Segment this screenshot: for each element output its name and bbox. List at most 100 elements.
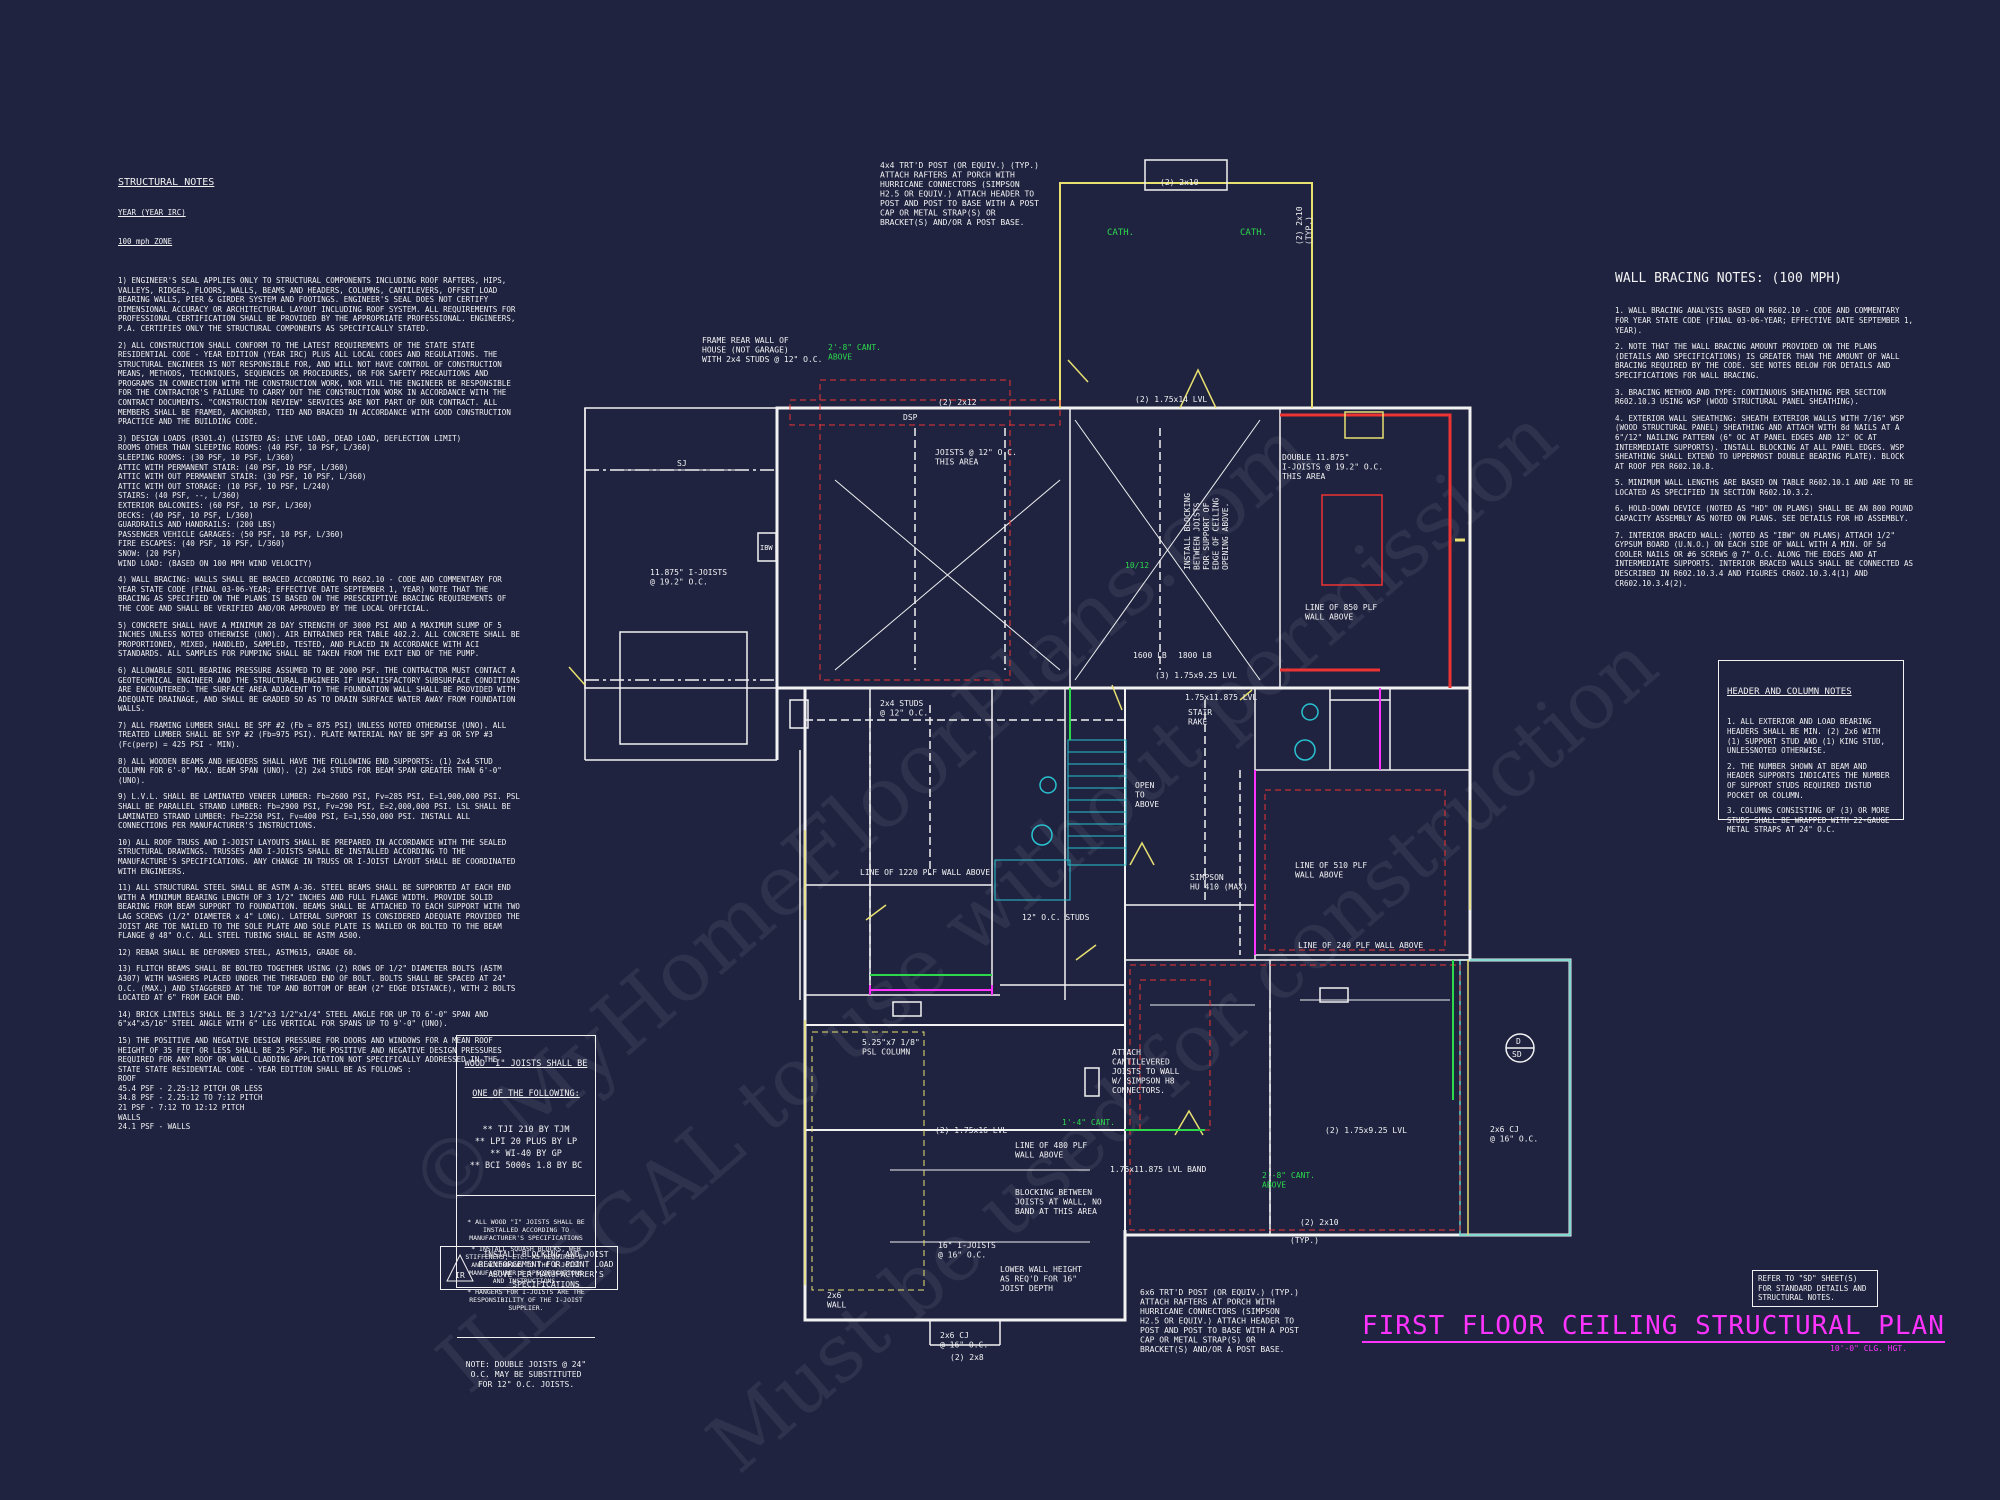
cath-val-label: 10/12 — [1125, 561, 1149, 570]
note-item: 2. NOTE THAT THE WALL BRACING AMOUNT PRO… — [1615, 342, 1904, 380]
lb-1800-label: 1800 LB — [1178, 651, 1212, 660]
label-line: JOISTS AT WALL, NO — [1015, 1198, 1102, 1207]
plan-walls — [568, 159, 1572, 1346]
label-line: OPEN — [1135, 781, 1154, 790]
note-item: 15) THE POSITIVE AND NEGATIVE DESIGN PRE… — [118, 1035, 502, 1132]
label-line: ATTACH RAFTERS AT PORCH WITH — [880, 171, 1015, 180]
label-line: JOISTS TO WALL — [1112, 1067, 1180, 1076]
sj-label: SJ — [677, 459, 687, 468]
label-line: HURRICANE CONNECTORS (SIMPSON — [1140, 1307, 1280, 1316]
garage-joist-label: 11.875" I-JOISTS@ 19.2" O.C. — [650, 568, 727, 587]
double-top-label: DOUBLE 11.875"I-JOISTS @ 19.2" O.C.THIS … — [1282, 453, 1383, 481]
label-line: (2) 2x10 — [1295, 206, 1304, 245]
label-line: LOWER WALL HEIGHT — [1000, 1265, 1082, 1274]
post-bottom-label: 6x6 TRT'D POST (OR EQUIV.) (TYP.)ATTACH … — [1140, 1288, 1299, 1354]
note-item: 10) ALL ROOF TRUSS AND I-JOIST LAYOUTS S… — [118, 837, 520, 876]
header-column-title: HEADER AND COLUMN NOTES — [1727, 687, 1852, 698]
x2x8-label: (2) 2x8 — [950, 1353, 984, 1362]
note-item: 4) WALL BRACING: WALLS SHALL BE BRACED A… — [118, 575, 511, 613]
label-line: @ 16" O.C. — [938, 1251, 986, 1260]
label-line: PSL COLUMN — [862, 1048, 910, 1057]
i16-label: 16" I-JOISTS@ 16" O.C. — [938, 1241, 996, 1260]
plf-240-label: LINE OF 240 PLF WALL ABOVE — [1298, 941, 1423, 950]
label-line: CANTILEVERED — [1112, 1058, 1170, 1067]
joist-notes-box: WOOD "I" JOISTS SHALL BE ONE OF THE FOLL… — [456, 1035, 596, 1389]
sd-reference-note: REFER TO "SD" SHEET(S) FOR STANDARD DETA… — [1752, 1270, 1878, 1307]
joist-options-list: ** TJI 210 BY TJM** LPI 20 PLUS BY LP ** … — [463, 1124, 589, 1172]
label-line: BETWEEN JOISTS — [1193, 502, 1202, 570]
label-line: AS REQ'D FOR 16" — [1000, 1275, 1077, 1284]
label-line: JOIST DEPTH — [1000, 1284, 1053, 1293]
label-line: SIMPSON — [1190, 873, 1224, 882]
lvl-9-label: 1.75x11.875 LVL — [1185, 693, 1257, 702]
label-line: POST AND POST TO BASE WITH A POST — [1140, 1326, 1299, 1335]
note-item: 3) DESIGN LOADS (R301.4) (LISTED AS: LIV… — [118, 433, 462, 568]
label-line: CAP OR METAL STRAP(S) OR — [880, 209, 996, 218]
note-item: 11) ALL STRUCTURAL STEEL SHALL BE ASTM A… — [118, 883, 525, 941]
joists12-label: JOISTS @ 12" O.C.THIS AREA — [935, 448, 1017, 467]
lvl-band-label: 1.75x11.875 LVL BAND — [1110, 1165, 1207, 1174]
cant-14-label: 1'-4" CANT. — [1062, 1118, 1115, 1127]
note-item: 2. THE NUMBER SHOWN AT BEAM AND HEADER S… — [1727, 761, 1895, 800]
label-line: (TYP.) — [1305, 216, 1314, 245]
cant-top-label: 2'-8" CANT.ABOVE — [828, 343, 881, 362]
structural-notes-list: 1) ENGINEER'S SEAL APPLIES ONLY TO STRUC… — [118, 276, 523, 1132]
label-line: RAKE — [1188, 718, 1207, 727]
label-line: 2x4 STUDS — [880, 699, 924, 708]
sheet-scale: 10'-0" CLG. HGT. — [1830, 1344, 1908, 1353]
label-line: EDGE OF CEILING — [1212, 498, 1221, 570]
label-line: JOISTS @ 12" O.C. — [935, 448, 1017, 457]
ir-note-box: IR INSTALL BLOCKING AND JOIST REINFORCEM… — [440, 1246, 618, 1290]
label-line: CONNECTORS. — [1112, 1086, 1165, 1095]
wall-bracing-title: WALL BRACING NOTES: (100 MPH) — [1615, 271, 1842, 287]
wall-bracing-notes: WALL BRACING NOTES: (100 MPH) 1. WALL BR… — [1615, 252, 1915, 605]
label-line: WALL ABOVE — [1295, 871, 1343, 880]
label-line: 11.875" I-JOISTS — [650, 568, 727, 577]
cath2-label: CATH. — [1240, 228, 1267, 238]
note-item: ** BCI 5000s 1.8 BY BC — [469, 1160, 583, 1171]
label-line: FOR SUPPORT OF — [1202, 502, 1211, 570]
joist-notes-list: * ALL WOOD "I" JOISTS SHALL BE INSTALLED… — [463, 1218, 589, 1312]
studs-2x4-label: 2x4 STUDS@ 12" O.C. — [880, 699, 928, 718]
label-line: ABOVE — [1135, 800, 1159, 809]
label-line: WALL ABOVE — [1305, 613, 1353, 622]
label-line: BRACKET(S) AND/OR A POST BASE. — [1140, 1345, 1285, 1354]
structural-notes-year: YEAR (YEAR IRC) — [118, 208, 186, 218]
label-line: ATTACH RAFTERS AT PORCH WITH — [1140, 1298, 1275, 1307]
note-item: 1. WALL BRACING ANALYSIS BASED ON R602.1… — [1615, 306, 1918, 335]
cj-label: 2x6 CJ@ 16" O.C. — [1490, 1125, 1538, 1144]
label-line: 6x6 TRT'D POST (OR EQUIV.) (TYP.) — [1140, 1288, 1299, 1297]
note-item: * INSTALL SQUASH BLOCKS, WEB STIFFENERS,… — [465, 1244, 591, 1285]
structural-notes: STRUCTURAL NOTES YEAR (YEAR IRC) 100 mph… — [118, 158, 523, 1148]
lvl-925-label: (2) 1.75x9.25 LVL — [1325, 1126, 1407, 1135]
label-line: TO — [1135, 791, 1145, 800]
label-line: 5.25"x7 1/8" — [862, 1038, 920, 1047]
note-item: 5. MINIMUM WALL LENGTHS ARE BASED ON TAB… — [1615, 478, 1918, 497]
note-item: 6. HOLD-DOWN DEVICE (NOTED AS "HD" ON PL… — [1615, 504, 1918, 524]
structural-notes-title: STRUCTURAL NOTES — [118, 177, 215, 189]
note-item: 14) BRICK LINTELS SHALL BE 3 1/2"x3 1/2"… — [118, 1009, 493, 1029]
label-line: WITH 2x4 STUDS @ 12" O.C. — [702, 355, 822, 364]
label-line: 2'-8" CANT. — [1262, 1171, 1315, 1180]
label-line: 16" I-JOISTS — [938, 1241, 996, 1250]
note-item: ** LPI 20 PLUS BY LP — [474, 1136, 578, 1147]
x2x12-label: (2) 2x12 — [938, 398, 977, 407]
label-line: THIS AREA — [1282, 472, 1326, 481]
dsp-label: DSP — [903, 413, 918, 422]
lb-1600-label: 1600 LB — [1133, 651, 1167, 660]
post-top-label: 4x4 TRT'D POST (OR EQUIV.) (TYP.)ATTACH … — [880, 161, 1039, 227]
label-line: LINE OF 510 PLF — [1295, 861, 1367, 870]
joist-double-note: NOTE: DOUBLE JOISTS @ 24" O.C. MAY BE SU… — [465, 1360, 592, 1390]
label-line: ATTACH — [1112, 1048, 1141, 1057]
label-line: HOUSE (NOT GARAGE) — [702, 346, 789, 355]
note-item: ** TJI 210 BY TJM — [482, 1124, 570, 1135]
label-line: FRAME REAR WALL OF — [702, 336, 789, 345]
structural-notes-zone: 100 mph ZONE — [118, 237, 173, 247]
note-item: 8) ALL WOODEN BEAMS AND HEADERS SHALL HA… — [118, 756, 507, 785]
